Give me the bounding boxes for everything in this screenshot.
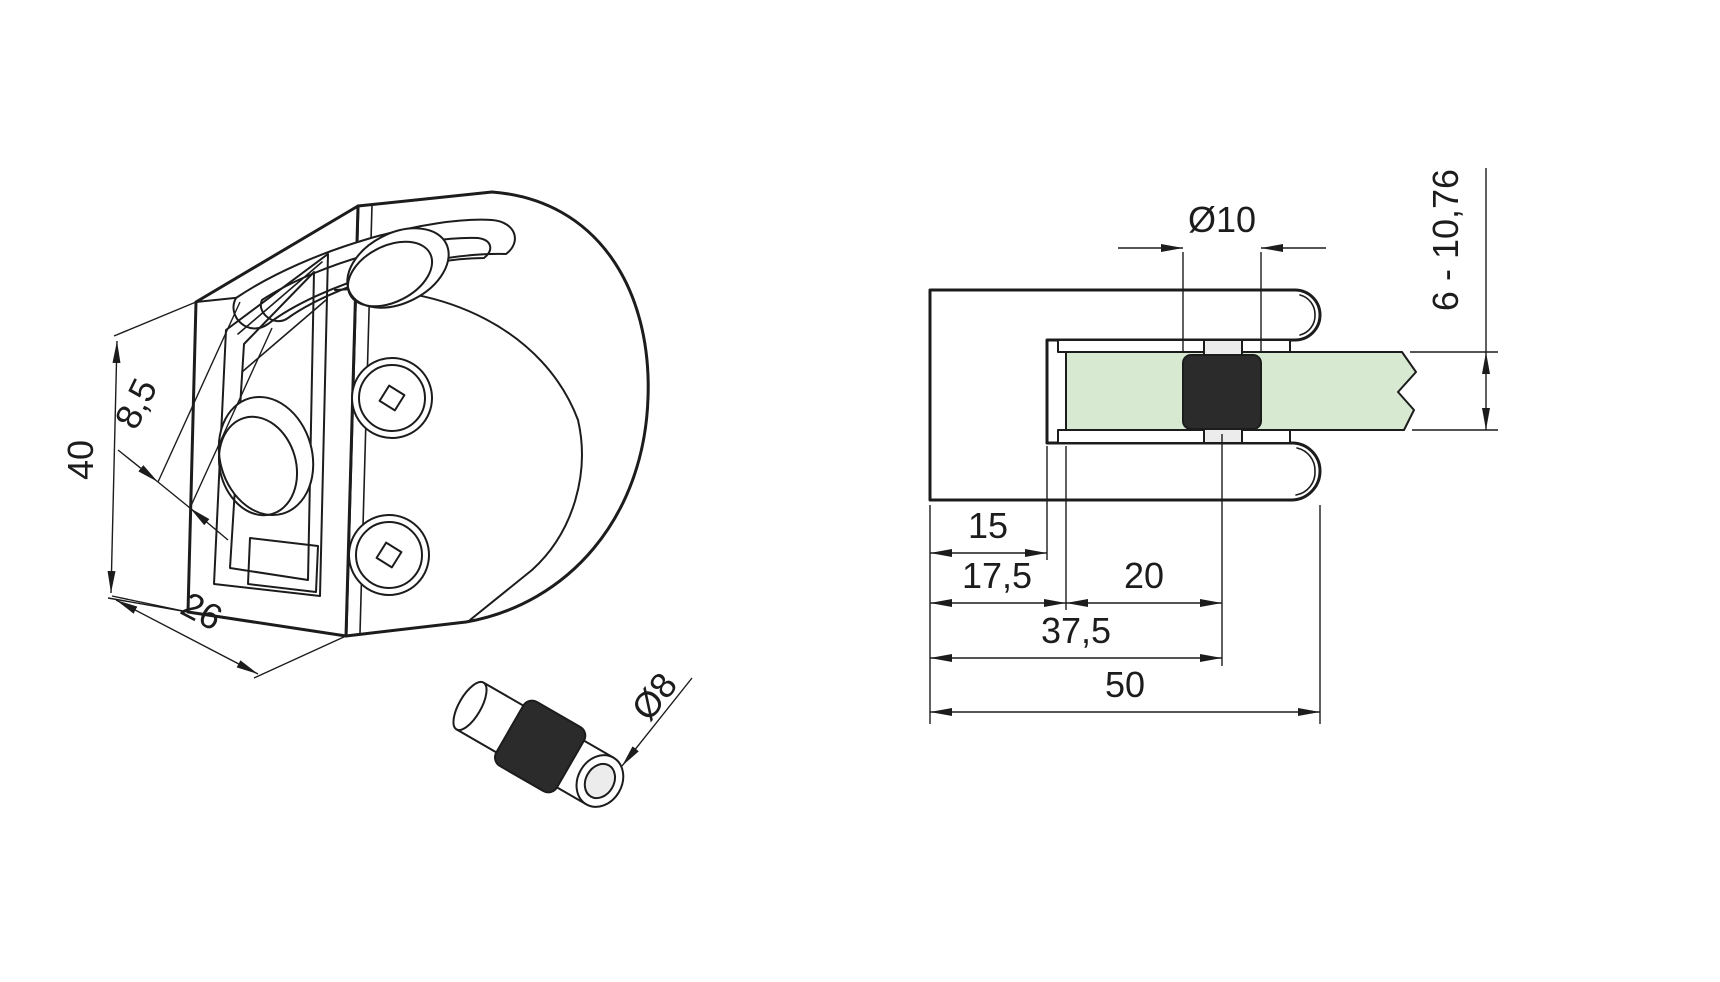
- pin-rubber-sleeve: [493, 699, 587, 794]
- dim-glass-thickness-label: 6 - 10,76: [1425, 169, 1466, 311]
- section-dimension-hole-center: 37,5: [930, 610, 1222, 662]
- screw-top: [351, 357, 433, 439]
- clamp-edge-fillet-contour: [334, 288, 583, 621]
- section-dimension-glass-thickness: 6 - 10,76: [1410, 168, 1498, 431]
- dim-overall-label: 50: [1105, 664, 1145, 705]
- screw-bottom: [348, 514, 430, 596]
- top-hole-inner: [346, 240, 434, 308]
- pin-dimension-diameter: Ø8: [621, 665, 693, 767]
- dim-hole-diameter-label: Ø10: [1188, 199, 1256, 240]
- rubber-sleeve-section: [1182, 354, 1262, 430]
- liner-top: [1057, 339, 1291, 353]
- clamp-front-face: [344, 190, 650, 638]
- liner-bottom: [1057, 429, 1291, 444]
- side-slot-outer: [213, 253, 329, 597]
- dim-height-label: 40: [60, 440, 101, 480]
- pin-left-cap: [452, 680, 488, 732]
- side-pin-hole-inner: [217, 415, 299, 517]
- iso-dimension-height: 40: [60, 301, 197, 613]
- section-dimension-inner-depth: 15: [930, 505, 1047, 557]
- side-pin-hole-outer: [217, 395, 315, 517]
- dim-pin-diameter-label: Ø8: [623, 665, 685, 728]
- dim-liner-depth-label: 17,5: [962, 555, 1032, 596]
- dim-hole-center-label: 37,5: [1041, 610, 1111, 651]
- dim-inner-depth-label: 15: [968, 505, 1008, 546]
- pin-detail: Ø8: [452, 665, 693, 808]
- section-view: Ø10 6 - 10,76 15 17,5 20: [928, 168, 1498, 724]
- section-dimension-liner-depth: 17,5: [930, 555, 1066, 607]
- side-liner-notch: [247, 537, 319, 593]
- jaw-tip-shading-bottom: [1295, 447, 1316, 496]
- dim-hole-offset-label: 20: [1124, 555, 1164, 596]
- pin-right-face-inner: [583, 762, 617, 800]
- section-dimension-overall: 50: [930, 664, 1320, 716]
- isometric-view: 40 8,5 26: [60, 190, 650, 679]
- section-dimension-hole-diameter: Ø10: [1118, 199, 1326, 353]
- side-liner-line-2: [241, 299, 327, 373]
- side-liner-line-1: [237, 261, 323, 335]
- section-dimension-hole-offset: 20: [1066, 555, 1222, 607]
- jaw-tip-shading-top: [1299, 294, 1316, 336]
